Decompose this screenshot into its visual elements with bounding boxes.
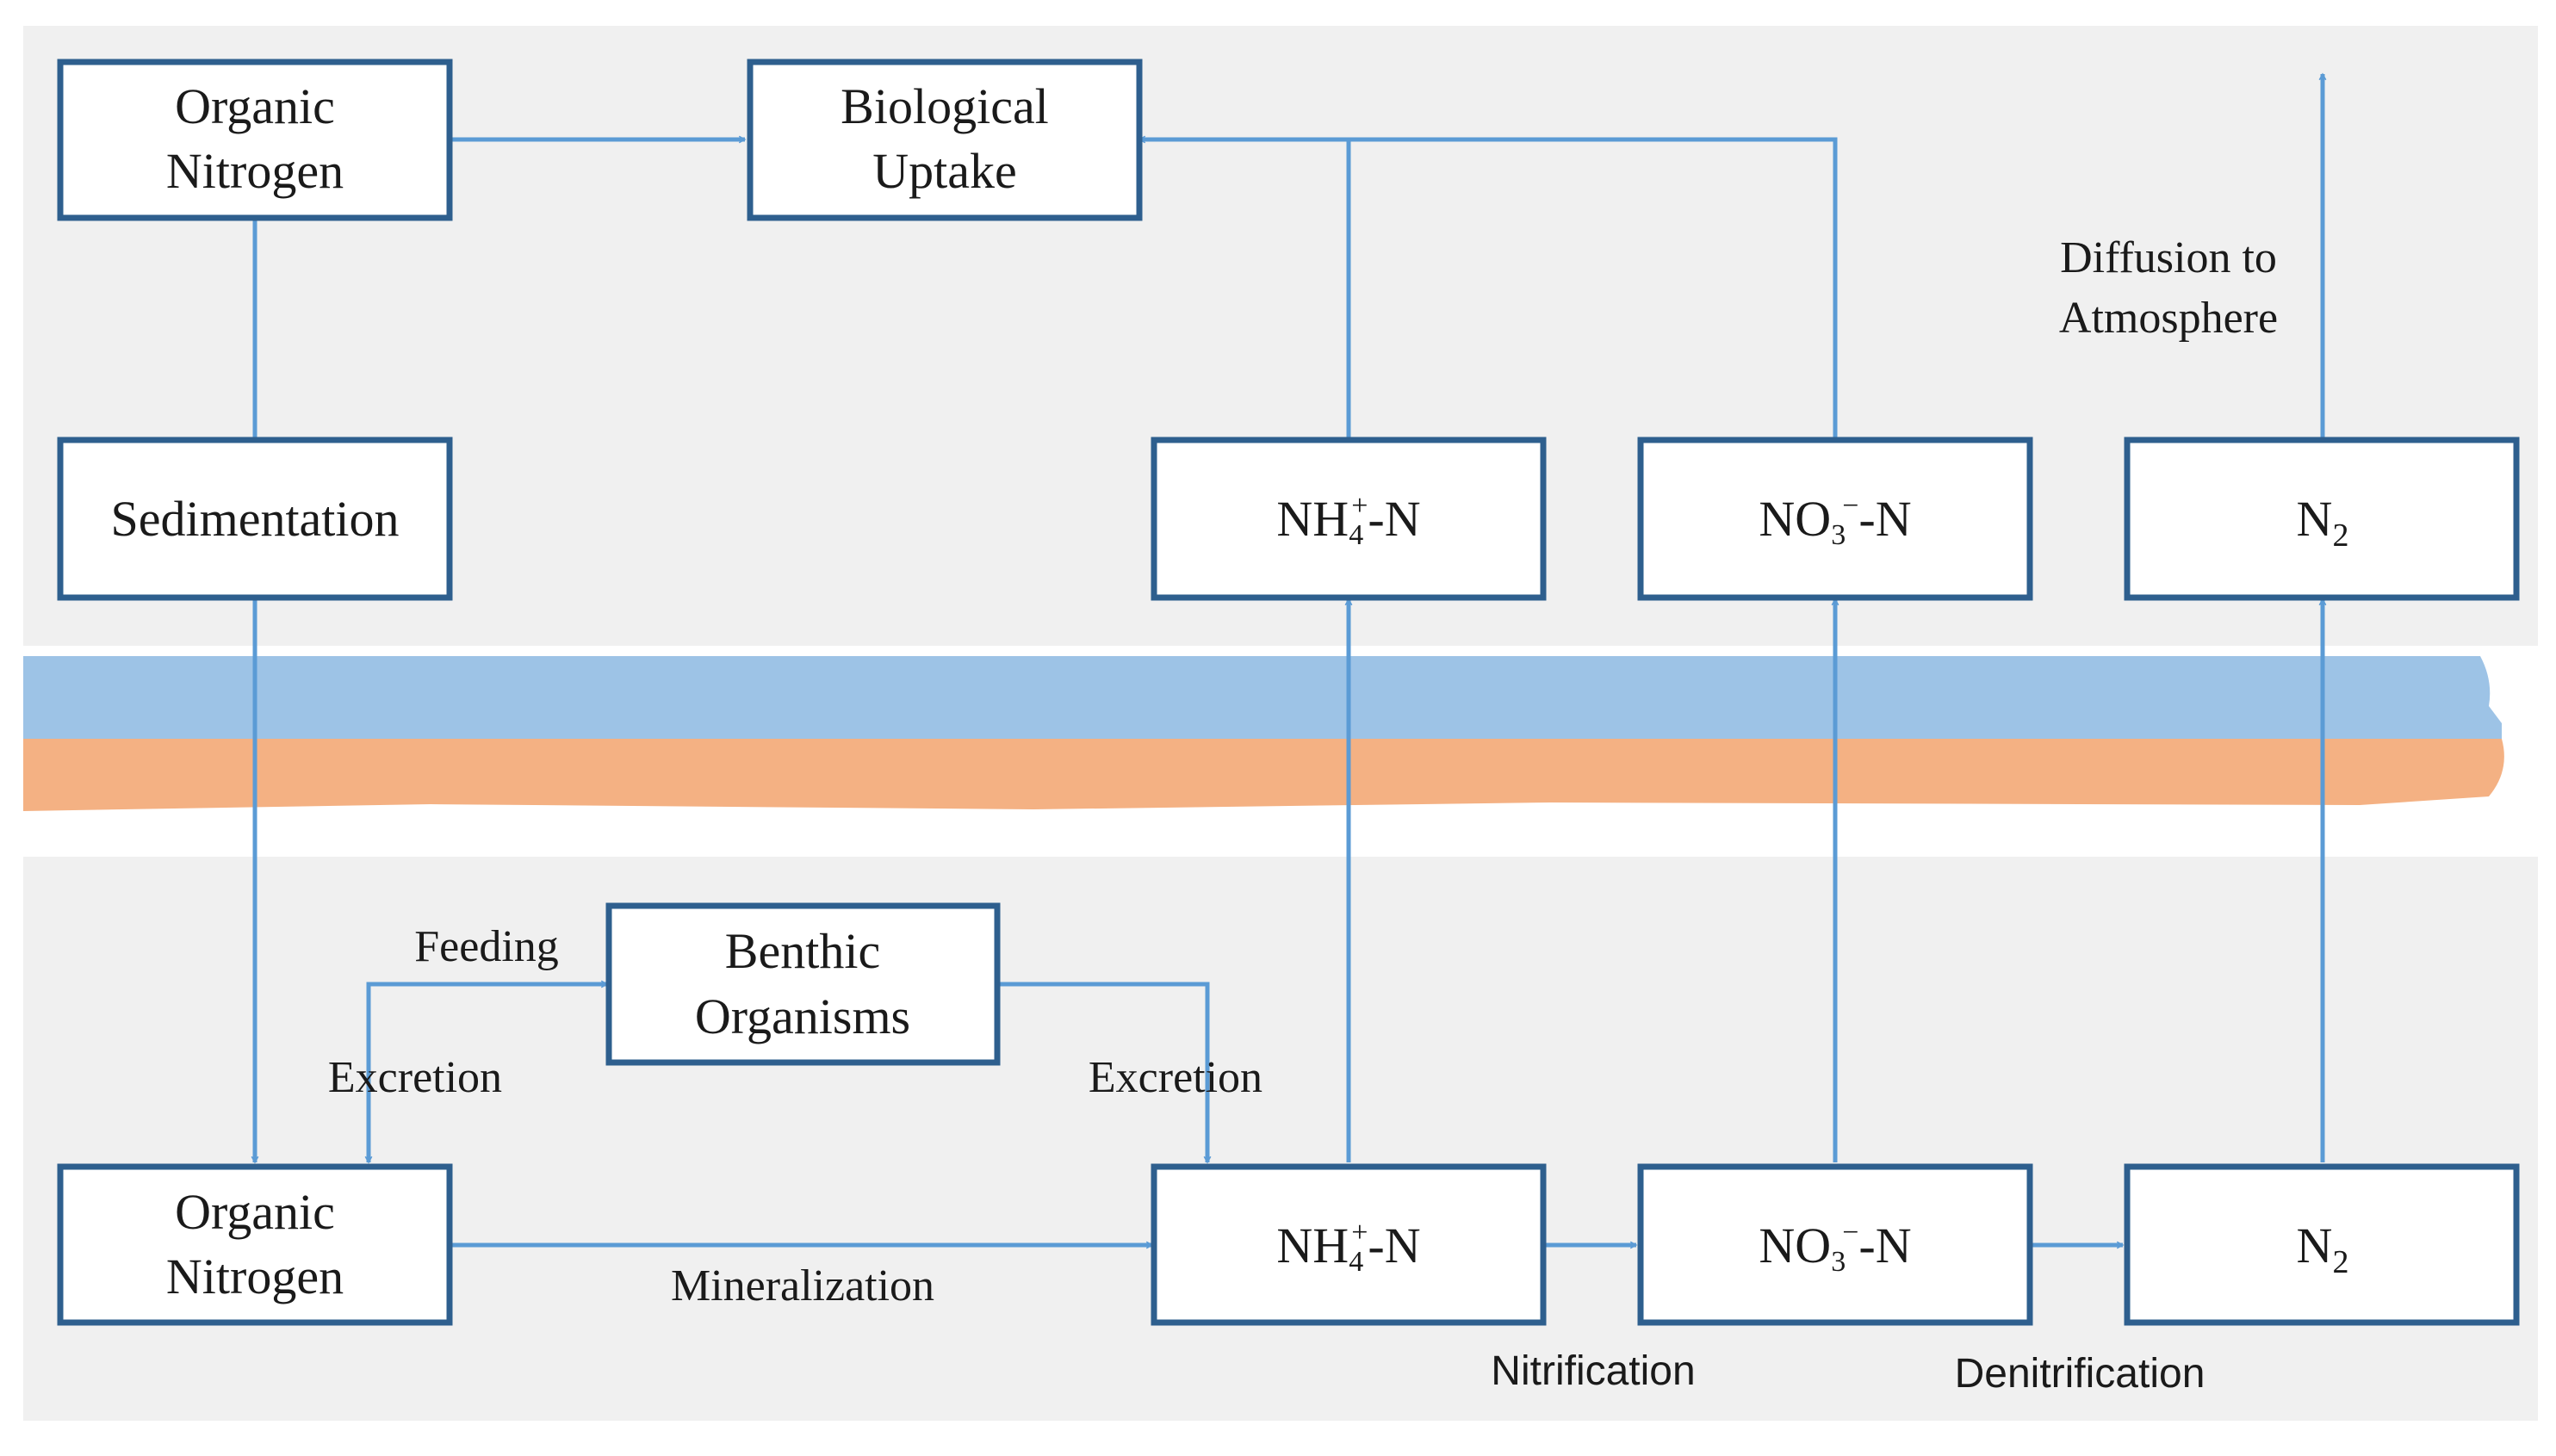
box-organic-nitrogen-bottom: Organic Nitrogen	[57, 1163, 453, 1326]
box-organic-nitrogen-top-line1: Organic	[175, 78, 335, 134]
box-benthic-organisms-line1: Benthic	[725, 923, 880, 979]
box-no3-bottom-formula: NO3−-N	[1759, 1217, 1911, 1278]
label-nitrification: Nitrification	[1491, 1348, 1695, 1394]
arrow-no3-nh4-to-uptake	[1139, 139, 1838, 440]
box-nh4-top: NH4+-N	[1151, 437, 1547, 601]
box-no3-top-formula: NO3−-N	[1759, 490, 1911, 551]
connectors	[255, 74, 2323, 1245]
sediment-band	[23, 739, 2504, 811]
label-diffusion-line2: Atmosphere	[2059, 294, 2278, 343]
box-benthic-organisms-line2: Organisms	[695, 988, 910, 1044]
label-mineralization: Mineralization	[671, 1261, 934, 1310]
label-denitrification: Denitrification	[1955, 1351, 2205, 1397]
box-biological-uptake: Biological Uptake	[747, 59, 1143, 221]
label-excretion-left: Excretion	[328, 1053, 502, 1102]
box-n2-bottom-formula: N2	[2297, 1217, 2349, 1280]
box-sedimentation: Sedimentation	[57, 437, 453, 601]
label-diffusion-line1: Diffusion to	[2060, 233, 2277, 282]
arrow-excretion-right	[997, 982, 1207, 1162]
label-feeding: Feeding	[414, 922, 559, 971]
water-band	[23, 656, 2502, 742]
box-n2-bottom: N2	[2124, 1163, 2520, 1326]
box-n2-top: N2	[2124, 437, 2520, 601]
box-biological-uptake-line1: Biological	[841, 78, 1049, 134]
box-n2-top-formula: N2	[2297, 491, 2349, 554]
box-nh4-bottom: NH4+-N	[1151, 1163, 1547, 1326]
label-excretion-right: Excretion	[1089, 1053, 1262, 1102]
box-no3-top: NO3−-N	[1637, 437, 2033, 601]
box-organic-nitrogen-top-line2: Nitrogen	[166, 143, 344, 199]
box-organic-nitrogen-top: Organic Nitrogen	[57, 59, 453, 221]
box-sedimentation-label: Sedimentation	[110, 491, 399, 547]
sediment-panel	[23, 857, 2538, 1421]
box-biological-uptake-line2: Uptake	[872, 143, 1017, 199]
box-organic-nitrogen-bottom-line1: Organic	[175, 1184, 335, 1240]
box-nh4-top-formula: NH4+-N	[1276, 490, 1420, 551]
box-benthic-organisms: Benthic Organisms	[605, 902, 1001, 1066]
box-nh4-bottom-formula: NH4+-N	[1276, 1217, 1420, 1278]
box-organic-nitrogen-bottom-line2: Nitrogen	[166, 1248, 344, 1304]
box-no3-bottom: NO3−-N	[1637, 1163, 2033, 1326]
